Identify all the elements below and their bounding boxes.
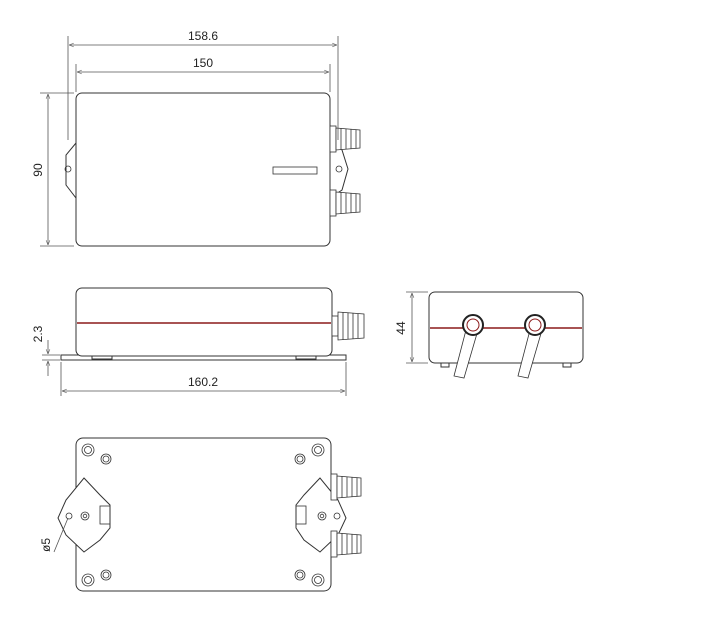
dim-44: 44 xyxy=(394,291,428,364)
bottom-view: ø5 xyxy=(39,437,362,592)
bottom-screw-holes xyxy=(81,443,325,587)
dim-158-6: 158.6 xyxy=(67,29,339,140)
top-view-slot xyxy=(272,166,318,175)
bottom-cable-gland-lower xyxy=(330,530,362,558)
dim-160-2: 160.2 xyxy=(60,362,347,396)
top-view-body xyxy=(75,92,331,247)
end-foot-left xyxy=(440,362,450,368)
dim-2-3-label: 2.3 xyxy=(31,325,45,342)
dim-hole-diameter: ø5 xyxy=(39,517,69,553)
left-flange-hole xyxy=(64,165,72,173)
dim-160-2-label: 160.2 xyxy=(188,375,218,389)
dim-hole-diameter-label: ø5 xyxy=(39,538,53,552)
dim-2-3: 2.3 xyxy=(31,325,60,376)
bottom-view-body xyxy=(75,437,332,592)
side-view-body xyxy=(75,287,333,357)
side-view: 2.3 160.2 xyxy=(31,287,365,396)
side-cable-gland xyxy=(331,311,365,341)
top-cable-gland-upper xyxy=(329,125,361,153)
dim-90: 90 xyxy=(31,92,74,247)
right-flange-hole xyxy=(335,165,343,173)
dim-44-label: 44 xyxy=(394,321,408,335)
end-foot-right xyxy=(562,362,572,368)
dim-150: 150 xyxy=(75,56,331,92)
dim-90-label: 90 xyxy=(31,163,45,177)
end-view: 44 xyxy=(394,291,584,379)
bottom-cable-gland-upper xyxy=(330,473,362,501)
bottom-bracket-left xyxy=(57,477,111,553)
top-view: 158.6 150 90 xyxy=(31,29,361,247)
top-cable-gland-lower xyxy=(329,189,361,217)
dim-150-label: 150 xyxy=(193,56,213,70)
end-cable-left xyxy=(453,314,484,379)
dim-158-6-label: 158.6 xyxy=(188,29,218,43)
end-cable-right xyxy=(517,314,546,379)
